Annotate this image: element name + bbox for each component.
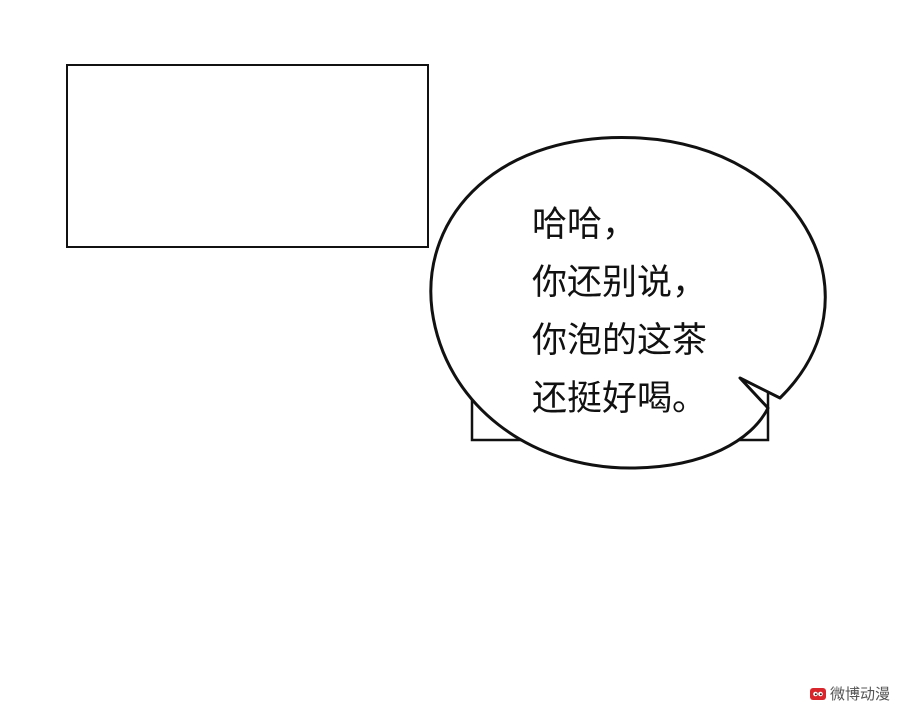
empty-panel-frame: [66, 64, 429, 248]
speech-text: 哈哈， 你还别说， 你泡的这茶 还挺好喝。: [532, 196, 772, 428]
speech-bubble-outline: [429, 135, 827, 470]
speech-line: 你还别说，: [532, 263, 708, 303]
weibo-eye-logo-icon: [809, 687, 826, 700]
watermark-text: 微博动漫: [829, 685, 890, 703]
speech-line: 哈哈，: [532, 205, 638, 245]
speech-line: 你泡的这茶: [532, 321, 708, 361]
speech-line: 还挺好喝。: [532, 379, 708, 419]
watermark: 微博动漫: [809, 683, 890, 704]
